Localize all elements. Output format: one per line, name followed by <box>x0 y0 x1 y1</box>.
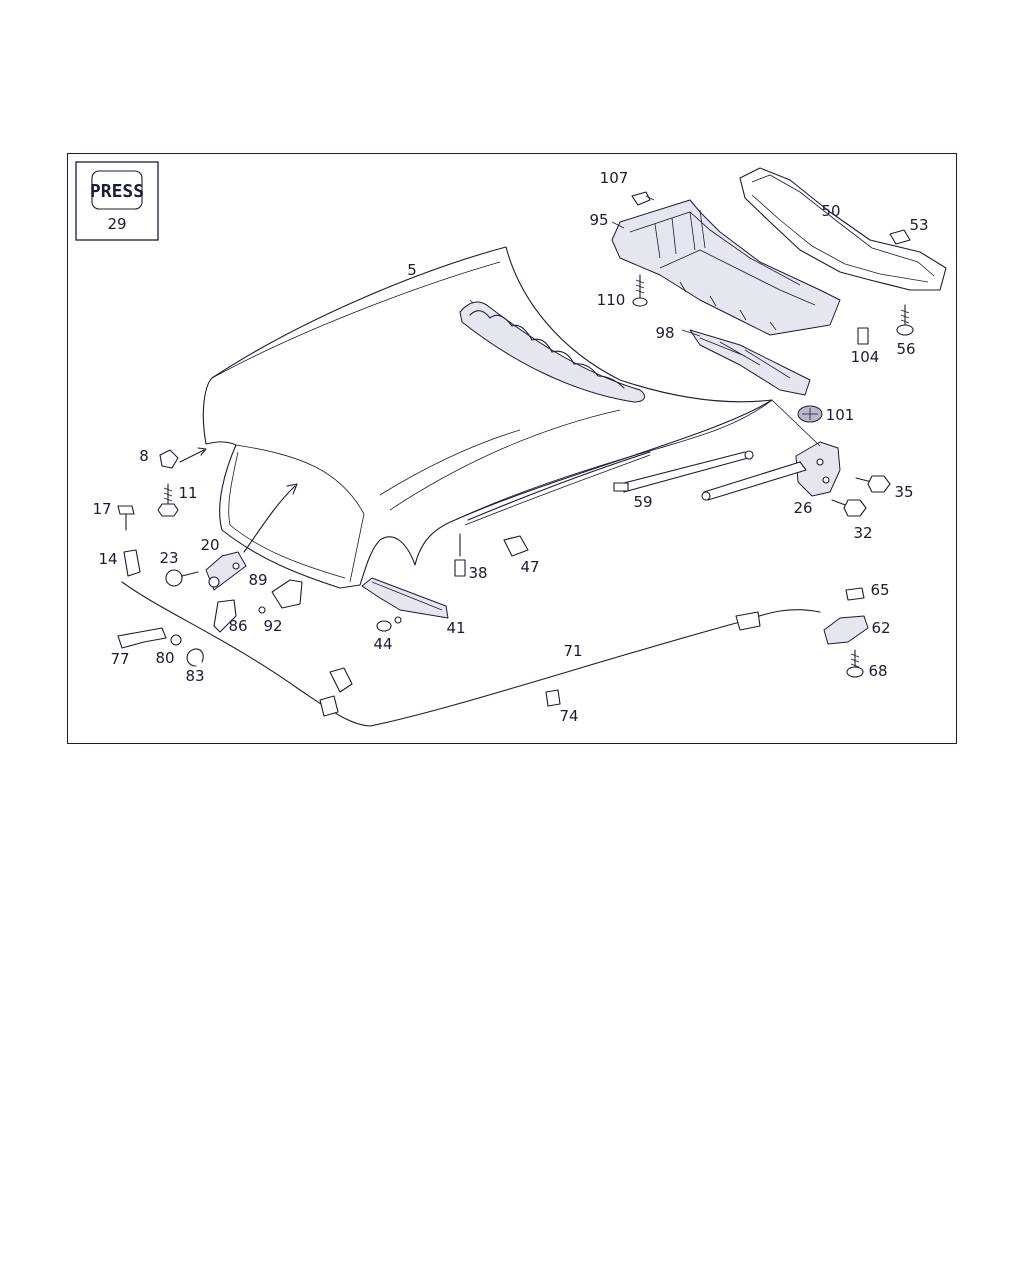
bracket-89-part <box>271 579 303 609</box>
callout-104: 104 <box>851 348 880 366</box>
press-badge <box>91 170 143 210</box>
callout-44: 44 <box>373 635 392 653</box>
clip-53-part <box>889 229 911 245</box>
clip-44-part <box>376 616 402 632</box>
screw-56-part <box>896 304 914 336</box>
holder-47-part <box>503 535 529 557</box>
callout-107: 107 <box>600 169 629 187</box>
callout-26: 26 <box>793 499 812 517</box>
latch-20-part <box>205 483 298 591</box>
release-cable-71-part <box>121 581 821 727</box>
buffer-38-part <box>454 533 466 577</box>
callout-68: 68 <box>868 662 887 680</box>
clip-104-part <box>857 327 869 345</box>
bracket-86-part <box>213 599 237 633</box>
press-legend: PRESS 29 <box>75 161 159 241</box>
press-badge-text: PRESS <box>90 181 144 202</box>
callout-89: 89 <box>248 571 267 589</box>
guide-41-part <box>361 577 449 619</box>
clip-107-part <box>631 191 651 206</box>
callout-17: 17 <box>92 500 111 518</box>
hood-scoop <box>459 301 646 403</box>
callout-62: 62 <box>871 619 890 637</box>
bolt-32-part <box>831 499 867 517</box>
seal-strip-98-part <box>689 329 811 396</box>
callout-35: 35 <box>894 483 913 501</box>
callout-23: 23 <box>159 549 178 567</box>
gas-strut-59-part <box>613 450 754 493</box>
callout-65: 65 <box>870 581 889 599</box>
parts-diagram-frame <box>67 153 957 744</box>
callout-20: 20 <box>200 536 219 554</box>
callout-110: 110 <box>597 291 626 309</box>
callout-14: 14 <box>98 550 117 568</box>
callout-labels: 5 8 11 14 17 20 23 26 32 35 38 41 44 47 … <box>92 169 928 725</box>
screw-11-part <box>157 483 179 517</box>
callout-77: 77 <box>110 650 129 668</box>
callout-98: 98 <box>655 324 674 342</box>
hinge-26-part <box>701 441 841 501</box>
callout-95: 95 <box>589 211 608 229</box>
callout-74: 74 <box>559 707 578 725</box>
cap-101-part <box>797 405 823 423</box>
callout-71: 71 <box>563 642 582 660</box>
screw-68-part <box>846 649 864 678</box>
holder-74-part <box>545 689 561 707</box>
ring-83-part <box>186 648 204 667</box>
screw-92-part <box>258 606 266 614</box>
intake-duct <box>611 199 841 336</box>
callout-86: 86 <box>228 617 247 635</box>
callout-92: 92 <box>263 617 282 635</box>
air-guide <box>739 167 947 291</box>
bolt-35-part <box>855 475 891 493</box>
hood-panel <box>202 246 773 589</box>
callout-50: 50 <box>821 202 840 220</box>
lock-14-part <box>123 549 141 577</box>
clip-65-part <box>845 587 865 601</box>
callout-8: 8 <box>139 447 149 465</box>
callout-47: 47 <box>520 558 539 576</box>
bolt-23-part <box>165 569 199 587</box>
handle-77-part <box>117 627 167 649</box>
lock-62-part <box>823 615 869 645</box>
callout-56: 56 <box>896 340 915 358</box>
callout-59: 59 <box>633 493 652 511</box>
screw-110-part <box>632 274 648 307</box>
callout-41: 41 <box>446 619 465 637</box>
clip-80-part <box>170 634 182 646</box>
callout-38: 38 <box>468 564 487 582</box>
press-number: 29 <box>107 215 126 233</box>
callout-101: 101 <box>826 406 855 424</box>
fastener-8-part <box>159 447 207 469</box>
callout-11: 11 <box>178 484 197 502</box>
callout-32: 32 <box>853 524 872 542</box>
leader-lines <box>611 195 821 447</box>
callout-53: 53 <box>909 216 928 234</box>
callout-5: 5 <box>407 261 417 279</box>
callout-80: 80 <box>155 649 174 667</box>
callout-83: 83 <box>185 667 204 685</box>
hood-seal-strip <box>467 451 651 521</box>
bolt-17-part <box>117 505 135 531</box>
